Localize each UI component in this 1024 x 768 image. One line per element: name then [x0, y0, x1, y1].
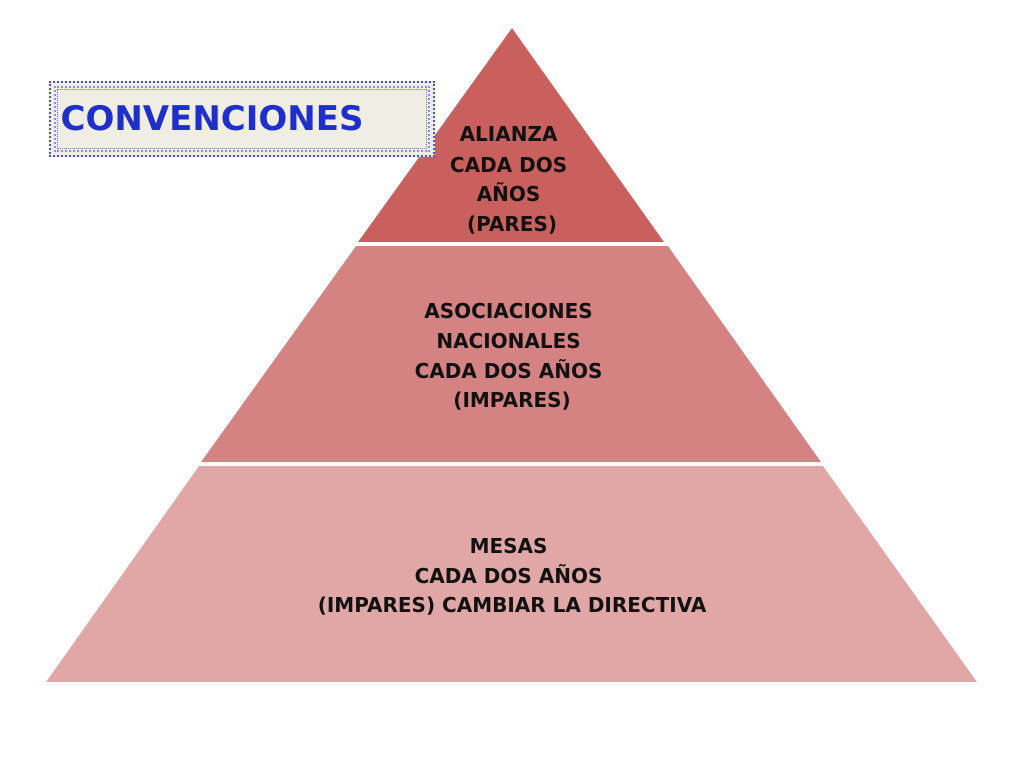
- layer-top-line-3: AÑOS: [477, 182, 541, 206]
- layer-middle-line-2: NACIONALES: [436, 329, 580, 353]
- layer-top-line-2: CADA DOS: [450, 153, 567, 177]
- layer-bottom-line-3: (IMPARES) CAMBIAR LA DIRECTIVA: [318, 593, 707, 617]
- layer-middle-line-1: ASOCIACIONES: [424, 299, 592, 323]
- pyramid-layer-top: [358, 28, 664, 242]
- layer-middle-line-3: CADA DOS AÑOS: [415, 359, 603, 383]
- layer-bottom-line-1: MESAS: [470, 534, 548, 558]
- pyramid-layer-middle: [201, 246, 821, 462]
- layer-bottom-label: MESAS CADA DOS AÑOS (IMPARES) CAMBIAR LA…: [318, 534, 707, 617]
- pyramid-layer-bottom: [46, 466, 977, 682]
- layer-top-label: ALIANZA CADA DOS AÑOS (PARES): [450, 122, 574, 236]
- slide-title: CONVENCIONES: [60, 99, 364, 139]
- layer-bottom-line-2: CADA DOS AÑOS: [415, 564, 603, 588]
- layer-top-line-4: (PARES): [467, 212, 557, 236]
- layer-middle-line-4: (IMPARES): [453, 388, 570, 412]
- layer-top-line-1: ALIANZA: [460, 122, 558, 146]
- layer-middle-label: ASOCIACIONES NACIONALES CADA DOS AÑOS (I…: [415, 299, 610, 412]
- title-box: CONVENCIONES: [49, 81, 435, 157]
